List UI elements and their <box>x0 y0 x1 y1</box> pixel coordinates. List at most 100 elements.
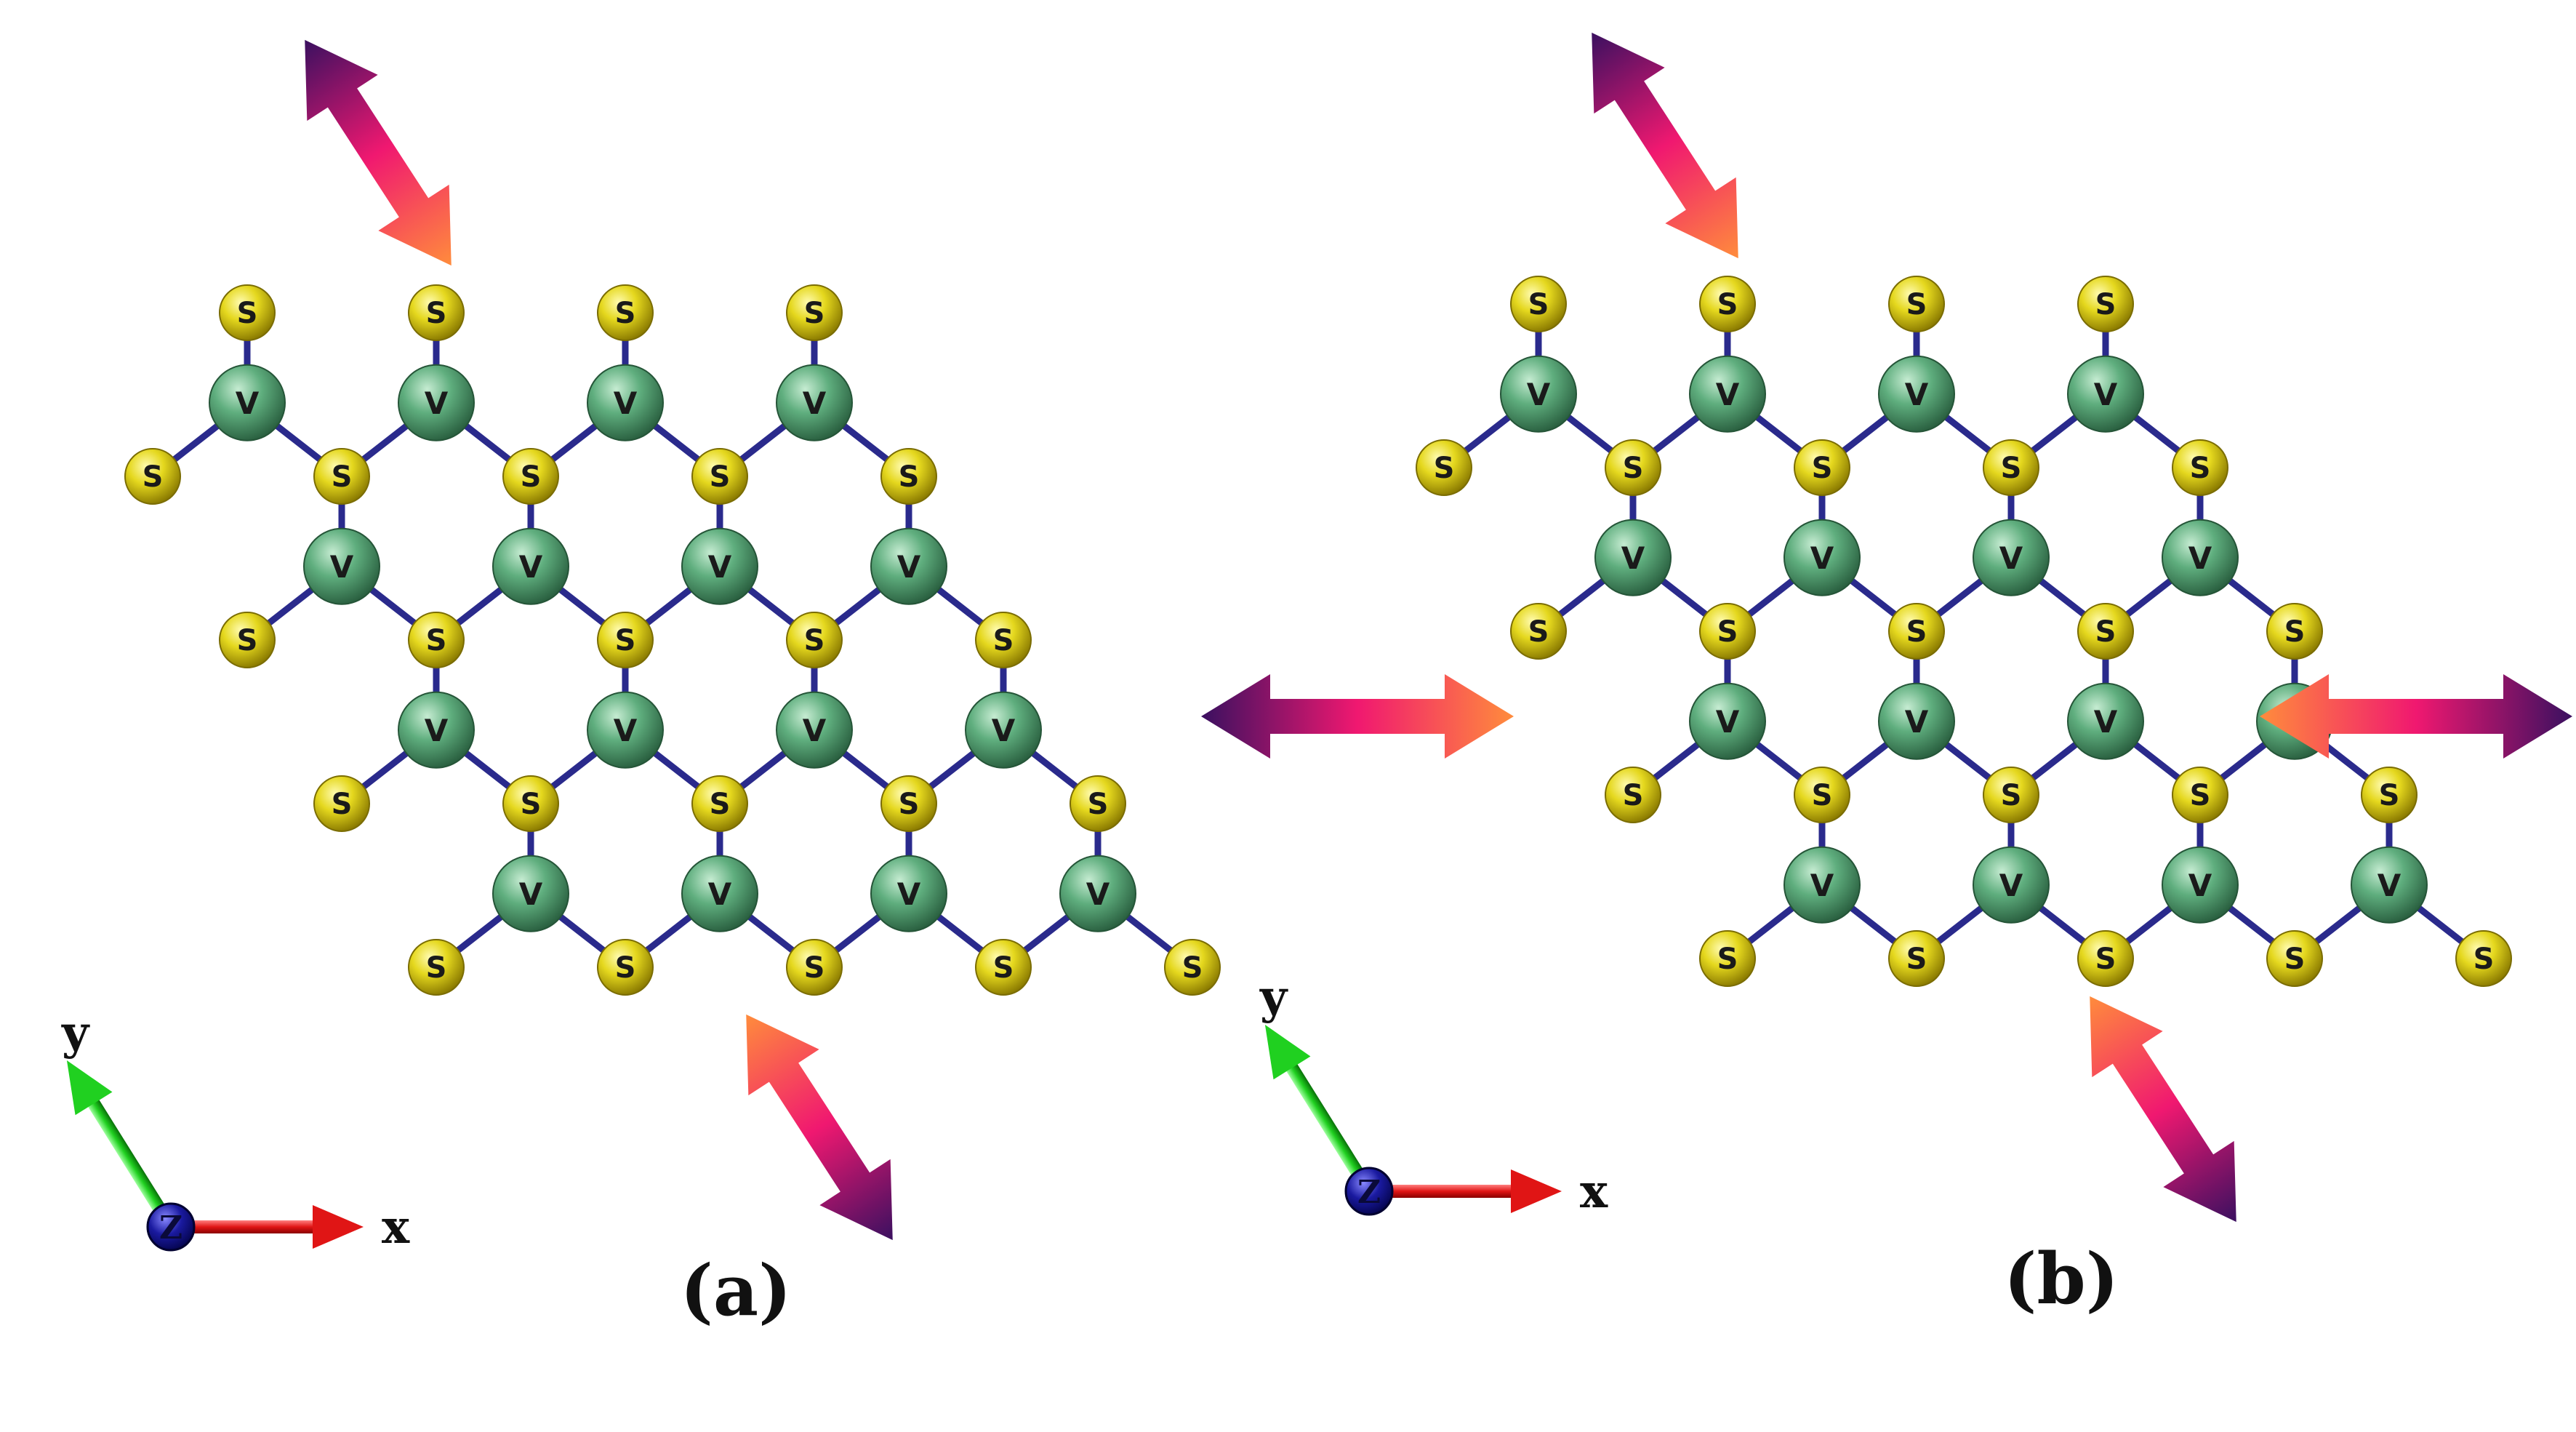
sulfur-atom-label: S <box>426 297 447 330</box>
y-axis-label: y <box>1259 970 1288 1025</box>
sulfur-atom: S <box>1605 767 1661 823</box>
sulfur-atom: S <box>2455 930 2512 987</box>
sulfur-atom: S <box>1699 603 1756 660</box>
vanadium-atom: V <box>1973 846 2050 924</box>
sulfur-atom-label: S <box>804 624 825 657</box>
sulfur-atom-label: S <box>993 951 1014 985</box>
vanadium-atom-label: V <box>1527 377 1551 412</box>
x-axis-label: x <box>382 1200 410 1255</box>
sulfur-atom-label: S <box>2190 779 2211 812</box>
vanadium-atom-label: V <box>2378 868 2402 903</box>
sulfur-atom-label: S <box>1906 288 1927 321</box>
sulfur-atom: S <box>975 612 1032 668</box>
sulfur-atom-label: S <box>993 624 1014 657</box>
sulfur-atom: S <box>786 284 843 341</box>
vanadium-atom: V <box>492 527 569 605</box>
sulfur-atom-label: S <box>2284 615 2306 649</box>
sulfur-atom-label: S <box>2001 779 2022 812</box>
vanadium-atom: V <box>776 691 853 769</box>
sulfur-atom: S <box>1983 439 2039 496</box>
sulfur-atom: S <box>1510 276 1567 332</box>
sulfur-atom: S <box>691 448 748 505</box>
sulfur-atom-label: S <box>332 460 353 494</box>
vanadium-atom: V <box>1783 846 1861 924</box>
sulfur-atom: S <box>2266 930 2323 987</box>
vanadium-atom-label: V <box>992 713 1016 748</box>
vanadium-atom: V <box>1783 519 1861 596</box>
sulfur-atom-label: S <box>1717 288 1738 321</box>
vanadium-atom: V <box>776 364 853 441</box>
sulfur-atom-label: S <box>899 460 920 494</box>
sulfur-atom-label: S <box>2190 452 2211 485</box>
sulfur-atom-label: S <box>426 624 447 657</box>
sulfur-atom-label: S <box>1717 943 1738 976</box>
vanadium-atom-label: V <box>1905 377 1929 412</box>
sulfur-atom-label: S <box>521 460 542 494</box>
sulfur-atom-label: S <box>710 460 731 494</box>
sulfur-atom-label: S <box>1528 615 1549 649</box>
vanadium-atom: V <box>1689 682 1766 760</box>
vanadium-atom-label: V <box>1810 868 1834 903</box>
sulfur-atom: S <box>408 284 465 341</box>
y-axis-arrow <box>1264 1025 1375 1195</box>
sulfur-atom: S <box>1416 439 1472 496</box>
sulfur-atom: S <box>975 939 1032 996</box>
sulfur-atom-label: S <box>710 788 731 821</box>
sulfur-atom: S <box>880 775 937 832</box>
vanadium-atom: V <box>398 364 475 441</box>
vanadium-atom: V <box>1500 355 1577 433</box>
vanadium-atom-label: V <box>2094 377 2118 412</box>
sulfur-atom-label: S <box>615 297 636 330</box>
sulfur-atom: S <box>1510 603 1567 660</box>
sulfur-atom: S <box>2361 767 2417 823</box>
sulfur-atom: S <box>313 448 370 505</box>
sulfur-atom: S <box>1888 603 1945 660</box>
sulfur-atom: S <box>880 448 937 505</box>
sulfur-atom-label: S <box>1906 943 1927 976</box>
vanadium-atom-label: V <box>236 385 260 421</box>
sulfur-atom: S <box>1888 276 1945 332</box>
sulfur-atom-label: S <box>1812 779 1833 812</box>
strain-arrow-bottom-a <box>746 1014 893 1241</box>
vanadium-atom-label: V <box>1086 876 1110 912</box>
strain-arrow-top-b <box>1592 32 1738 259</box>
sulfur-atom-label: S <box>521 788 542 821</box>
sulfur-atom: S <box>408 939 465 996</box>
sulfur-atom-label: S <box>615 951 636 985</box>
y-axis-label: y <box>61 1006 90 1060</box>
vanadium-atom: V <box>1594 519 1672 596</box>
sulfur-atom-label: S <box>1717 615 1738 649</box>
vanadium-atom: V <box>209 364 286 441</box>
vanadium-atom: V <box>870 855 947 932</box>
vanadium-atom: V <box>870 527 947 605</box>
vanadium-atom-label: V <box>2188 868 2212 903</box>
sulfur-atom: S <box>219 284 276 341</box>
strain-arrow-top-a <box>305 39 452 266</box>
sulfur-atom-label: S <box>804 297 825 330</box>
sulfur-atom: S <box>124 448 181 505</box>
sulfur-atom-label: S <box>143 460 164 494</box>
vanadium-atom: V <box>1878 355 1955 433</box>
vanadium-atom: V <box>2067 355 2144 433</box>
sulfur-atom: S <box>786 939 843 996</box>
sulfur-atom: S <box>219 612 276 668</box>
sulfur-atom: S <box>2172 767 2228 823</box>
sulfur-atom-label: S <box>804 951 825 985</box>
panel-label-a: (a) <box>680 1249 791 1332</box>
vanadium-atom: V <box>1059 855 1136 932</box>
sulfur-atom-label: S <box>1434 452 1455 485</box>
vanadium-atom-label: V <box>1716 704 1740 740</box>
sulfur-atom: S <box>1794 439 1850 496</box>
vanadium-atom-label: V <box>614 713 638 748</box>
vanadium-atom: V <box>1878 682 1955 760</box>
vanadium-atom: V <box>681 527 758 605</box>
vanadium-atom: V <box>965 691 1042 769</box>
sulfur-atom-label: S <box>1623 452 1644 485</box>
vanadium-atom: V <box>1973 519 2050 596</box>
vanadium-atom: V <box>681 855 758 932</box>
vanadium-atom-label: V <box>1621 540 1645 576</box>
sulfur-atom-label: S <box>237 297 258 330</box>
vanadium-atom-label: V <box>330 549 354 585</box>
